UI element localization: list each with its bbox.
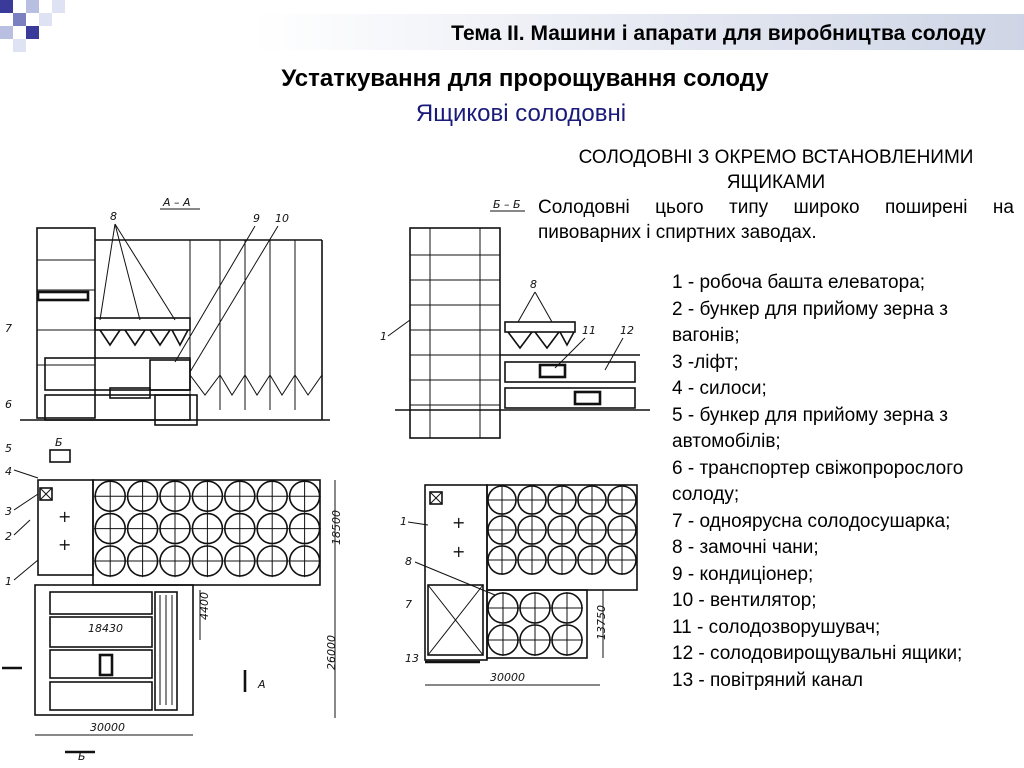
svg-text:+: + bbox=[452, 542, 465, 561]
legend-item: 10 - вентилятор; bbox=[672, 590, 817, 611]
callout-8: 8 bbox=[110, 210, 117, 223]
dim-26000: 26000 bbox=[325, 635, 338, 670]
legend-item: 2 - бункер для прийому зерна з вагонів; bbox=[672, 298, 948, 347]
callout-r-13: 13 bbox=[405, 652, 419, 665]
dim-4400: 4400 bbox=[198, 592, 211, 620]
intro-text: СОЛОДОВНІ З ОКРЕМО ВСТАНОВЛЕНИМИ ЯЩИКАМИ… bbox=[538, 145, 1014, 245]
svg-text:+: + bbox=[452, 513, 465, 532]
right-elevation-drawing: Б – Б 1 8 11 12 bbox=[380, 198, 650, 439]
legend-item: 8 - замочні чани; bbox=[672, 537, 819, 558]
callout-9: 9 bbox=[253, 212, 260, 225]
callout-10: 10 bbox=[275, 212, 289, 225]
callout-r-7: 7 bbox=[405, 598, 412, 611]
svg-text:+: + bbox=[58, 535, 71, 554]
mark-b-top: Б bbox=[55, 436, 63, 449]
section-aa-label: А – А bbox=[162, 196, 191, 209]
legend-item: 13 - повітряний канал bbox=[672, 669, 863, 691]
slide-header-title: Тема ІІ. Машини і апарати для виробництв… bbox=[451, 22, 986, 45]
header-checker-decoration bbox=[0, 0, 80, 52]
legend-list: 1 - робоча башта елеватора; 2 - бункер дл… bbox=[672, 270, 1012, 694]
dim-18500: 18500 bbox=[330, 510, 343, 545]
legend-item: 12 - солодовирощувальні ящики; bbox=[672, 643, 963, 664]
section-bb-label: Б – Б bbox=[493, 198, 521, 211]
mark-a: А bbox=[257, 678, 266, 691]
page-subtitle: Ящикові солодовні bbox=[415, 100, 627, 127]
mark-b-bottom: Б bbox=[78, 750, 86, 763]
legend-item: 9 - кондиціонер; bbox=[672, 563, 814, 585]
callout-r-1b: 1 bbox=[400, 515, 407, 528]
callout-r-8b: 8 bbox=[405, 555, 412, 568]
callout-3: 3 bbox=[5, 505, 12, 518]
intro-paragraph: Солодовні цього типу широко поширені на … bbox=[538, 197, 1014, 243]
legend-item: 1 - робоча башта елеватора; bbox=[672, 272, 926, 293]
callout-r-11: 11 bbox=[582, 324, 596, 337]
svg-text:+: + bbox=[58, 507, 71, 526]
dim-13750: 13750 bbox=[595, 605, 608, 640]
callout-r-12: 12 bbox=[620, 324, 634, 337]
legend-item: 3 -ліфт; bbox=[672, 351, 739, 373]
callout-7: 7 bbox=[5, 322, 12, 335]
legend-item: 11 - солодозворушувач; bbox=[672, 616, 881, 638]
dim-30000-left: 30000 bbox=[90, 721, 125, 734]
left-plan-drawing: Б 5 4 3 2 1 + + 18430 18500 26 bbox=[2, 436, 343, 763]
callout-r-1: 1 bbox=[380, 330, 387, 343]
legend-item: 4 - силоси; bbox=[672, 378, 767, 399]
callout-5: 5 bbox=[5, 442, 12, 455]
callout-r-8: 8 bbox=[530, 278, 537, 291]
legend-item: 5 - бункер для прийому зерна з автомобіл… bbox=[672, 404, 948, 453]
page-title-text: Устаткування для пророщування солоду bbox=[281, 65, 769, 92]
callout-2: 2 bbox=[5, 530, 12, 543]
legend-item: 7 - одноярусна солодосушарка; bbox=[672, 510, 951, 532]
callout-4: 4 bbox=[5, 465, 12, 478]
callout-6: 6 bbox=[5, 398, 12, 411]
page-title: Устаткування для пророщування солоду bbox=[0, 65, 1024, 93]
right-plan-drawing: + + 1 8 7 13 13750 30000 bbox=[400, 484, 638, 686]
legend-item: 6 - транспортер свіжопророслого солоду; bbox=[672, 457, 964, 506]
header-bar bbox=[60, 14, 1024, 50]
dim-30000-right: 30000 bbox=[490, 671, 525, 684]
dim-18430: 18430 bbox=[88, 622, 123, 635]
left-elevation-drawing: А – А 8 9 10 7 bbox=[5, 196, 330, 426]
intro-heading: СОЛОДОВНІ З ОКРЕМО ВСТАНОВЛЕНИМИ ЯЩИКАМИ bbox=[578, 147, 974, 193]
callout-1: 1 bbox=[5, 575, 12, 588]
